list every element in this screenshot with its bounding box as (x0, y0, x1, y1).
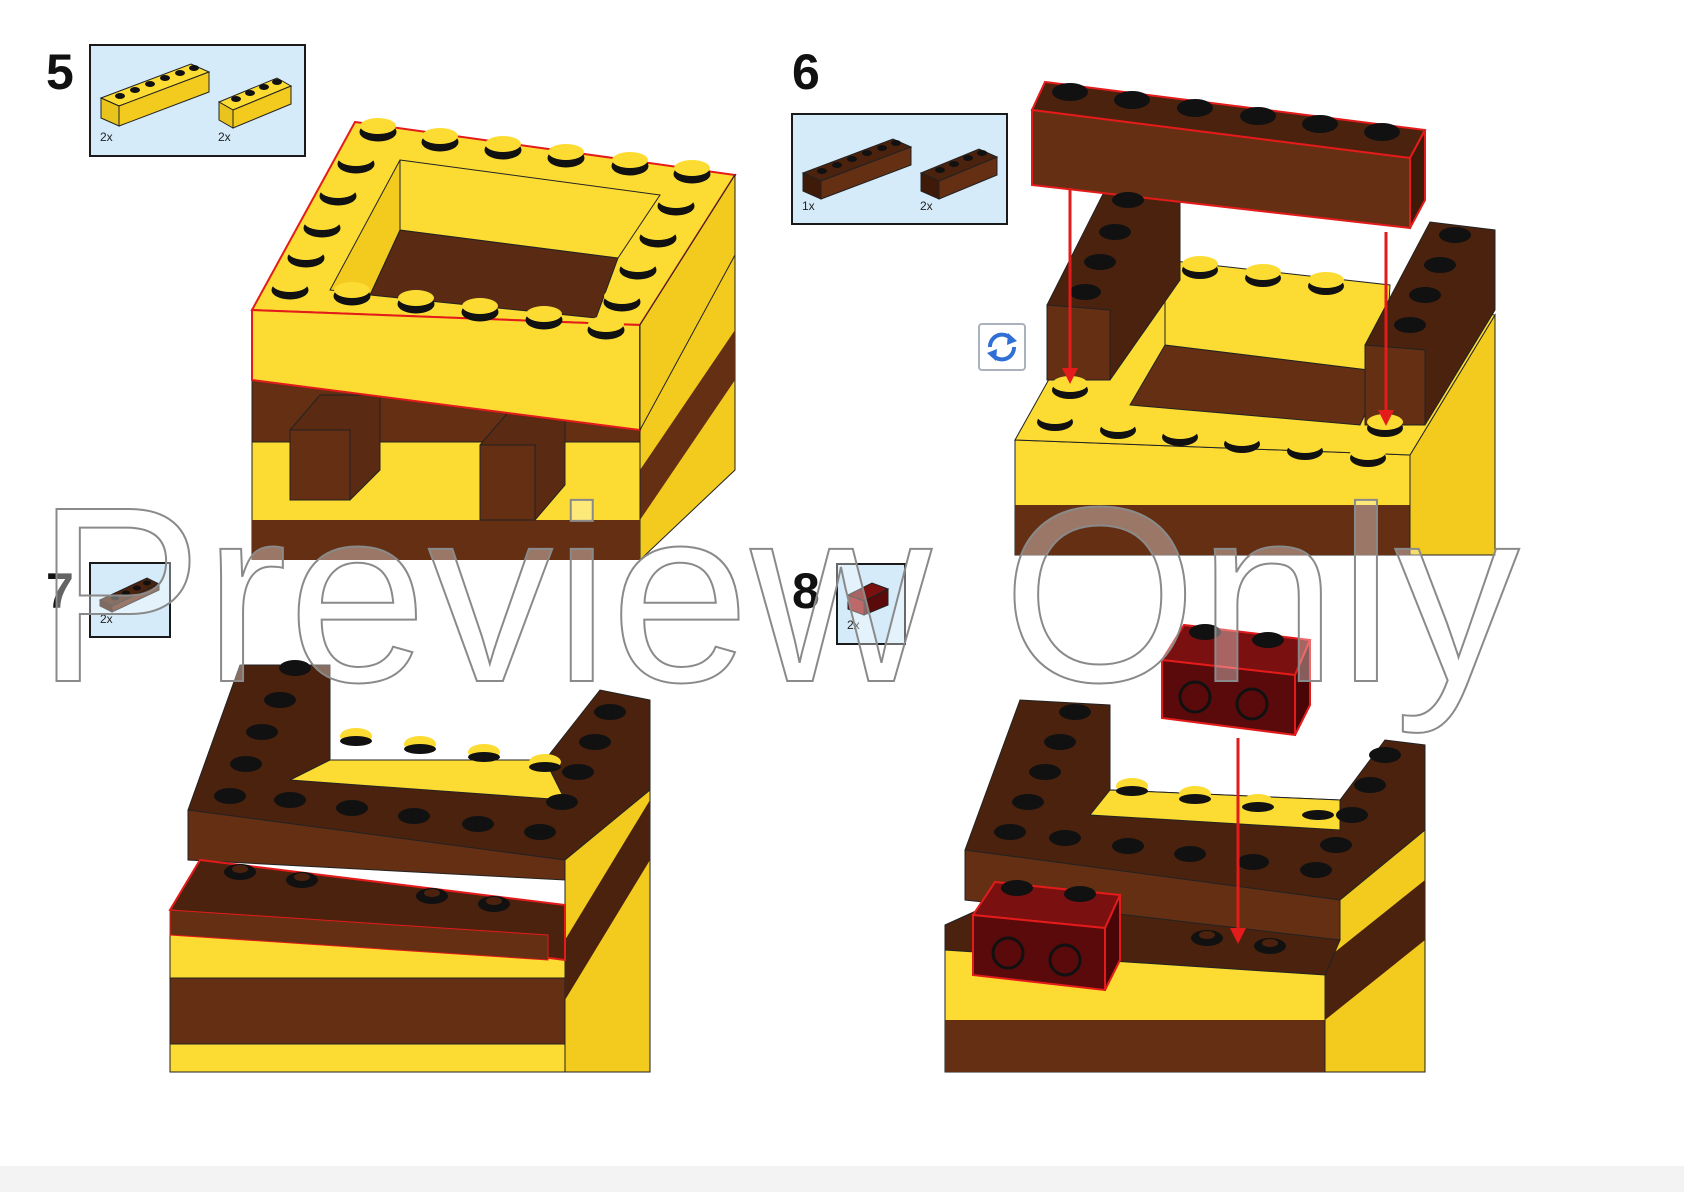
step-5-part-1-qty: 2x (100, 130, 113, 144)
part-brown-1x4-icon (919, 148, 999, 200)
page-bottom-strip (0, 1166, 1684, 1192)
step-8-model-illustration (944, 623, 1426, 1073)
placed-bracket (971, 880, 1122, 992)
step-7-parts-list: 2x (89, 562, 171, 638)
part-brown-1x6-icon (801, 138, 913, 200)
step-7-model-illustration (168, 660, 651, 1073)
step-6-parts-list: 1x 2x (791, 113, 1008, 225)
step-5-number: 5 (46, 44, 74, 100)
step-8-part-1-qty: 2x (847, 618, 860, 632)
step-7-part-1-qty: 2x (100, 612, 113, 626)
part-brown-plate-1x4-icon (98, 577, 161, 613)
step-5-model-illustration (250, 118, 737, 560)
step-6-parts-svg (801, 138, 999, 200)
step-5-part-2-qty: 2x (218, 130, 231, 144)
step-5-parts-list: 2x 2x (89, 44, 306, 157)
step-7-parts-svg (98, 577, 161, 613)
step-5-parts-svg (99, 63, 293, 129)
part-yellow-1x6-icon (99, 63, 211, 127)
step-7-number: 7 (46, 563, 74, 619)
step-8-parts-svg (846, 582, 890, 616)
step-8-parts-list: 2x (836, 563, 906, 645)
rotate-model-icon (987, 332, 1017, 362)
arrow-down-icon (1378, 232, 1394, 426)
step-6-number: 6 (792, 44, 820, 100)
step-6-part-2-qty: 2x (920, 199, 933, 213)
floating-bracket (1160, 623, 1312, 737)
part-yellow-1x4-icon (217, 77, 293, 129)
arrow-down-icon (1062, 188, 1078, 384)
arrow-down-icon (1230, 738, 1246, 944)
step-6-part-1-qty: 1x (802, 199, 815, 213)
step-6-model-illustration (1014, 80, 1496, 556)
rotate-model-badge (978, 323, 1026, 371)
part-dark-red-bracket-icon (846, 582, 890, 616)
step-8-number: 8 (792, 563, 820, 619)
